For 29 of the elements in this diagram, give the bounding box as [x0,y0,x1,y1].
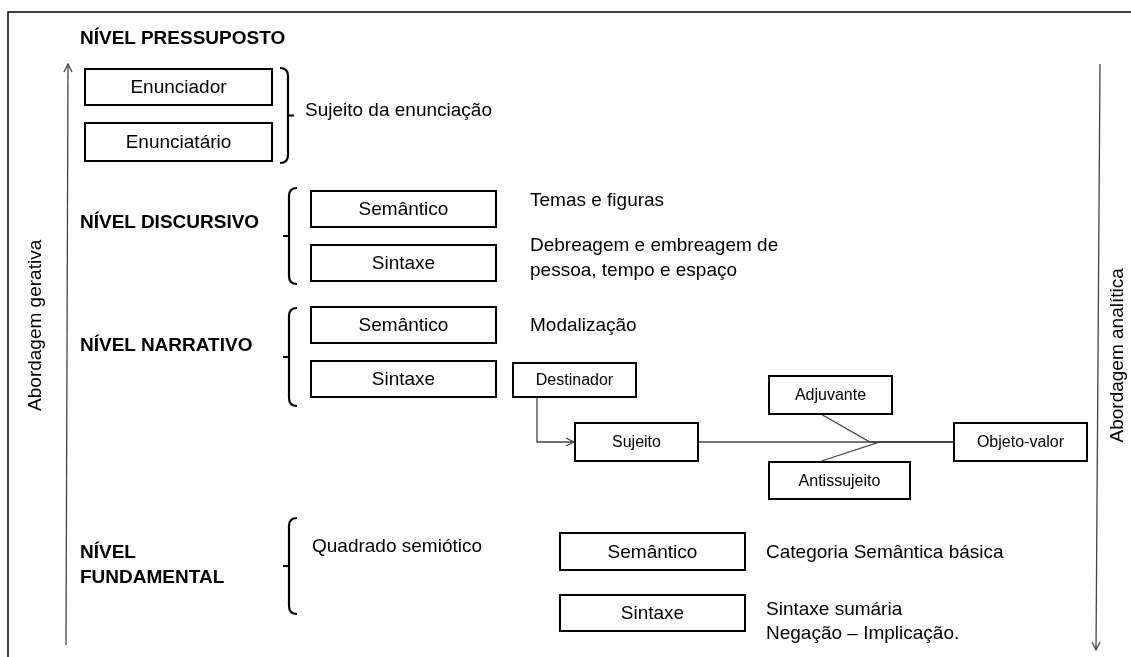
concept-box: Destinador [512,362,637,398]
level-heading: NÍVEL PRESSUPOSTO [80,26,287,50]
level-heading: NÍVEL DISCURSIVO [80,210,260,234]
concept-box: Semântico [310,306,497,344]
concept-box: Antissujeito [768,461,911,500]
axis-label: Abordagem analítica [1104,267,1128,442]
concept-box: Semântico [559,532,746,571]
concept-box: Objeto-valor [953,422,1088,462]
label-text: Quadrado semiótico [312,534,484,558]
concept-box: Sintaxe [310,360,497,398]
arrow [536,397,575,447]
level-heading: NÍVEL NARRATIVO [80,333,254,357]
concept-box: Semântico [310,190,497,228]
label-text: Categoria Semântica básica [766,540,1005,564]
concept-box: Enunciador [84,68,273,106]
label-text: Negação – Implicação. [766,621,961,645]
concept-box: Adjuvante [768,375,893,415]
label-text: Temas e figuras [530,188,666,212]
concept-box: Sujeito [574,422,699,462]
concept-box: Enunciatário [84,122,273,162]
label-text: Sintaxe sumária [766,597,904,621]
axis-label: Abordagem gerativa [22,239,46,411]
level-heading: NÍVEL FUNDAMENTAL [80,540,226,589]
label-text: Debreagem e embreagem de pessoa, tempo e espaço [530,233,780,282]
concept-box: Sintaxe [559,594,746,632]
concept-box: Sintaxe [310,244,497,282]
bracket-label: Sujeito da enunciação [305,98,493,122]
label-text: Modalização [530,313,638,337]
connector [820,441,954,462]
